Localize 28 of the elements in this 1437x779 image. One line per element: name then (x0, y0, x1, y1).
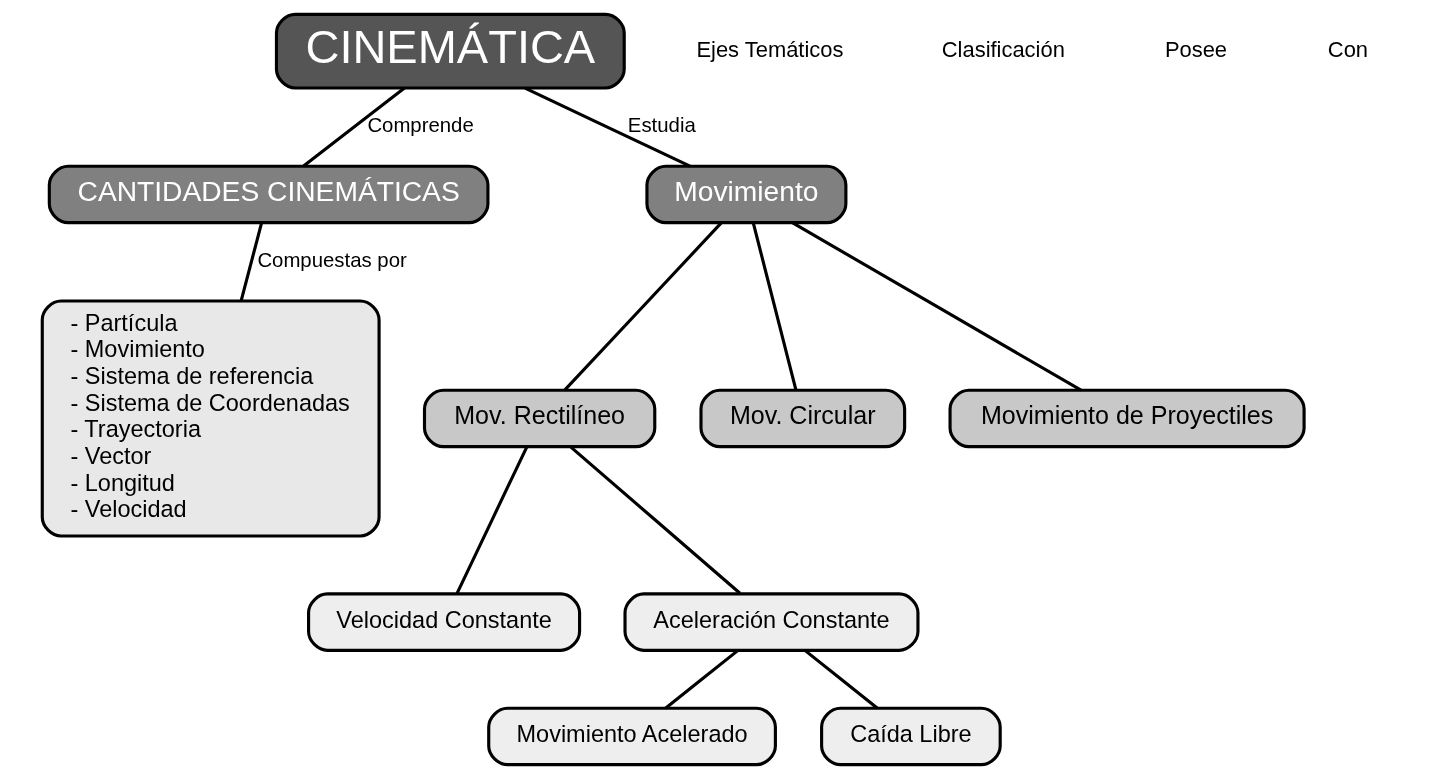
node-box: CINEMÁTICA (274, 12, 626, 90)
connector (563, 221, 723, 392)
edge-label: Compuestas por (256, 249, 407, 272)
label: Clasificación (941, 36, 1065, 62)
connector (569, 445, 741, 595)
label: Posee (1164, 36, 1227, 62)
node-box: Mov. Rectilíneo (422, 388, 656, 449)
node-box: Aceleración Constante (622, 592, 919, 652)
edge-label: Estudia (627, 114, 696, 137)
connector (803, 649, 878, 710)
connector (791, 221, 1082, 392)
connector (239, 222, 263, 302)
connector (751, 222, 797, 391)
node-box: Movimiento Acelerado (486, 706, 777, 767)
node-box: Mov. Circular (698, 388, 906, 449)
node-box: Caída Libre (819, 706, 1002, 767)
node-box: - Partícula - Movimiento - Sistema de referencia - Sistema de Coordenadas - Trayectoria - Vector - Longitud - Velocidad (40, 299, 381, 538)
connector (302, 86, 405, 168)
node-box: Movimiento de Proyectiles (948, 388, 1306, 449)
connector (664, 649, 739, 710)
node-box: CANTIDADES CINEMÁTICAS (47, 164, 489, 225)
node-box: Movimiento (644, 164, 847, 225)
node-box: Velocidad Constante (306, 592, 581, 652)
label: Con (1327, 36, 1368, 62)
label: Ejes Temáticos (695, 36, 843, 62)
connector (523, 86, 691, 168)
edge-label: Comprende (366, 114, 474, 137)
connector (455, 446, 528, 594)
